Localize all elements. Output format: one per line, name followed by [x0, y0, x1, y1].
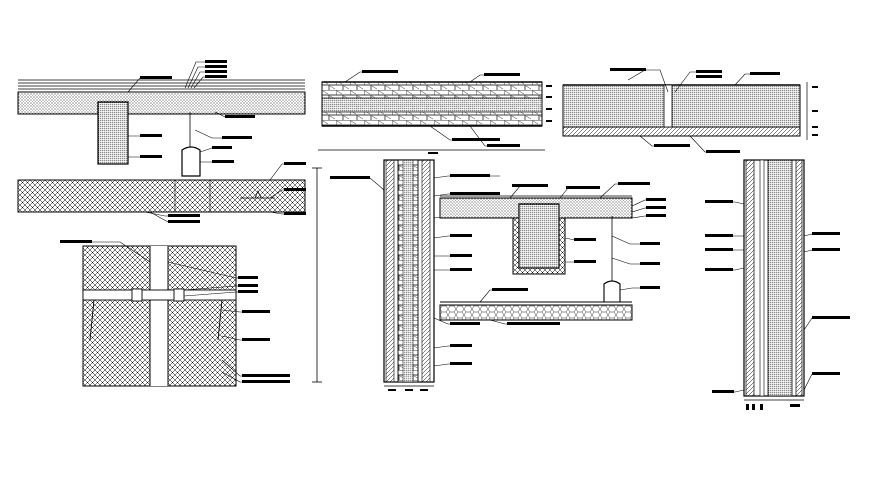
- suspended-ceiling-section: [439, 182, 666, 325]
- ceiling-beam-section: [17, 60, 306, 223]
- masonry-wall-elevation: [318, 70, 552, 154]
- cavity-wall-section: [705, 159, 850, 410]
- slab-section: [562, 68, 818, 153]
- ceiling-joint-detail: [60, 167, 322, 387]
- vertical-wall-section: [330, 159, 500, 391]
